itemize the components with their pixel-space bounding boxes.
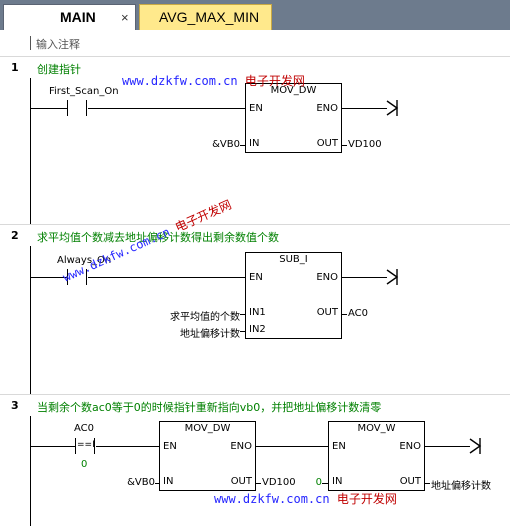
power-rail	[30, 78, 31, 224]
watermark-url: www.dzkfw.com.cn	[214, 492, 330, 506]
output-arrow-icon	[386, 269, 399, 285]
mov-dw-box[interactable]: MOV_DW EN ENO IN OUT	[245, 83, 342, 153]
power-rail	[30, 246, 31, 394]
wire	[256, 446, 328, 447]
sub-i-box[interactable]: SUB_I EN ENO IN1 OUT IN2	[245, 252, 342, 339]
in-operand[interactable]: 0	[315, 477, 322, 488]
contact-label[interactable]: Always_On	[57, 255, 112, 266]
wire	[240, 314, 245, 315]
wire	[155, 483, 159, 484]
wire	[342, 108, 387, 109]
comment-placeholder: 输入注释	[36, 38, 80, 51]
rung-number: 2	[11, 229, 19, 242]
wire	[31, 277, 67, 278]
no-contact[interactable]	[67, 269, 87, 285]
box-title: MOV_DW	[184, 423, 231, 434]
rung-number: 1	[11, 61, 19, 74]
pin-in2: IN2	[249, 324, 266, 335]
compare-contact[interactable]	[75, 438, 95, 454]
contact-label[interactable]: First_Scan_On	[49, 86, 119, 97]
program-comment[interactable]: 输入注释	[0, 30, 510, 56]
compare-op: ==I	[77, 440, 95, 450]
rung-title[interactable]: 创建指针	[37, 63, 81, 76]
wire	[96, 446, 159, 447]
wire	[342, 277, 387, 278]
pin-eno: ENO	[230, 441, 252, 452]
mov-dw-box[interactable]: MOV_DW EN ENO IN OUT	[159, 421, 256, 491]
comment-separator	[30, 36, 31, 50]
in1-operand[interactable]: 求平均值的个数	[170, 312, 240, 323]
pin-eno: ENO	[316, 103, 338, 114]
in2-operand[interactable]: 地址偏移计数	[180, 329, 240, 340]
tab-avg-label: AVG_MAX_MIN	[159, 9, 260, 25]
pin-en: EN	[249, 272, 263, 283]
tab-avg-max-min[interactable]: AVG_MAX_MIN	[139, 4, 272, 30]
wire	[256, 483, 261, 484]
pin-out: OUT	[230, 476, 252, 487]
pin-en: EN	[163, 441, 177, 452]
in-operand[interactable]: &VB0	[212, 139, 240, 150]
rung-number: 3	[11, 399, 19, 412]
divider	[0, 56, 510, 57]
watermark-cn: 电子开发网	[244, 74, 305, 88]
watermark-url: www.dzkfw.com.cn	[122, 74, 238, 88]
wire	[342, 145, 347, 146]
tab-bar: MAIN × AVG_MAX_MIN	[0, 0, 510, 30]
box-title: MOV_W	[357, 423, 396, 434]
pin-eno: ENO	[316, 272, 338, 283]
tab-close-icon[interactable]: ×	[121, 10, 129, 25]
out-operand[interactable]: AC0	[348, 308, 369, 319]
wire	[240, 331, 245, 332]
tab-main-label: MAIN	[60, 9, 96, 25]
mov-w-box[interactable]: MOV_W EN ENO IN OUT	[328, 421, 425, 491]
pin-in: IN	[163, 476, 174, 487]
power-rail	[30, 416, 31, 526]
wire	[31, 446, 75, 447]
box-title: MOV_DW	[270, 85, 317, 96]
pin-out: OUT	[399, 476, 421, 487]
pin-out: OUT	[316, 138, 338, 149]
pin-en: EN	[332, 441, 346, 452]
pin-out: OUT	[316, 307, 338, 318]
wire	[31, 108, 67, 109]
wire	[240, 145, 245, 146]
wire	[425, 483, 430, 484]
wire	[88, 277, 245, 278]
wire	[88, 108, 245, 109]
wire	[425, 446, 470, 447]
wire	[322, 483, 328, 484]
out-operand[interactable]: VD100	[348, 139, 382, 150]
box-title: SUB_I	[279, 254, 308, 265]
out-operand[interactable]: 地址偏移计数	[431, 481, 491, 492]
in-operand[interactable]: &VB0	[127, 477, 155, 488]
output-arrow-icon	[386, 100, 399, 116]
compare-label[interactable]: AC0	[74, 423, 95, 434]
pin-in: IN	[332, 476, 343, 487]
rung-title[interactable]: 求平均值个数减去地址偏移计数得出剩余数值个数	[37, 231, 279, 244]
pin-in1: IN1	[249, 307, 266, 318]
out-operand[interactable]: VD100	[262, 477, 296, 488]
pin-in: IN	[249, 138, 260, 149]
divider	[0, 394, 510, 395]
rung-title[interactable]: 当剩余个数ac0等于0的时候指针重新指向vb0，并把地址偏移计数清零	[37, 401, 382, 414]
pin-en: EN	[249, 103, 263, 114]
divider	[0, 224, 510, 225]
no-contact[interactable]	[67, 100, 87, 116]
watermark: www.dzkfw.com.cn 电子开发网	[122, 72, 305, 89]
wire	[342, 314, 347, 315]
compare-value[interactable]: 0	[81, 459, 88, 470]
pin-eno: ENO	[399, 441, 421, 452]
watermark: www.dzkfw.com.cn 电子开发网	[214, 490, 397, 507]
output-arrow-icon	[469, 438, 482, 454]
tab-main[interactable]: MAIN ×	[3, 4, 136, 30]
watermark-cn: 电子开发网	[336, 492, 397, 506]
